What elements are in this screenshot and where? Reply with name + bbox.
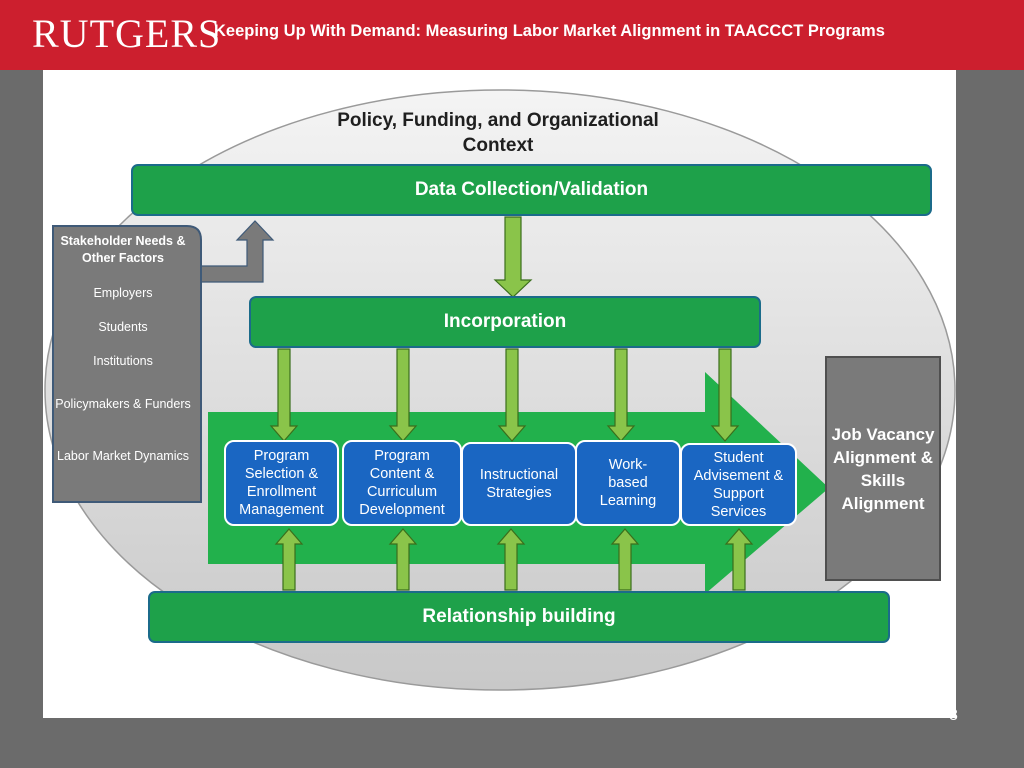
relationship-label: Relationship building <box>422 606 616 627</box>
outcome-box <box>825 356 941 581</box>
data-collection-label: Data Collection/Validation <box>414 179 649 200</box>
incorporation-bar <box>249 296 761 348</box>
down-arrow <box>497 348 527 442</box>
down-arrow <box>606 348 636 442</box>
slide-header: RUTGERS Keeping Up With Demand: Measurin… <box>0 0 1024 70</box>
incorporation-label: Incorporation <box>443 311 567 332</box>
stakeholder-up-arrow <box>198 220 275 283</box>
stakeholder-item: Institutions <box>93 353 153 368</box>
step-label: Instructional Strategies <box>479 467 559 501</box>
stakeholder-item: Students <box>98 319 148 334</box>
down-arrow <box>710 348 740 442</box>
up-arrow <box>496 528 526 591</box>
data-collection-bar <box>131 164 932 216</box>
down-arrows-incorporation <box>269 348 740 442</box>
relationship-bar <box>148 591 890 643</box>
up-arrows-relationship <box>274 528 754 591</box>
step-label: Program Content & Curriculum Development <box>359 448 445 518</box>
up-arrow <box>724 528 754 591</box>
down-arrow-data <box>493 216 533 298</box>
stakeholder-item: Policymakers & Funders <box>55 396 191 411</box>
slide-title: Keeping Up With Demand: Measuring Labor … <box>214 22 885 40</box>
step-boxes <box>224 440 797 526</box>
step-box <box>680 443 797 526</box>
page-number: 8 <box>949 707 958 724</box>
stakeholder-item: Employers <box>93 285 153 300</box>
step-label: Program Selection & Enrollment Managemen… <box>239 448 324 518</box>
step-label: Student Advisement & Support Services <box>693 449 784 520</box>
diagram-panel: Policy, Funding, and Organizational Cont… <box>43 70 956 718</box>
rutgers-logo: RUTGERS <box>32 11 222 56</box>
diagram-graphics <box>44 89 956 691</box>
up-arrow <box>610 528 640 591</box>
step-box <box>224 440 339 526</box>
context-label: Policy, Funding, and Organizational Cont… <box>337 110 659 156</box>
stakeholder-item: Labor Market Dynamics <box>57 448 189 463</box>
down-arrow <box>388 348 418 442</box>
step-label: Work-based Learning <box>599 457 657 509</box>
outcome-label: Job Vacancy Alignment & Skills Alignment <box>831 425 935 513</box>
stakeholder-box <box>52 225 202 503</box>
stakeholder-title: Stakeholder Needs & Other Factors <box>60 234 186 265</box>
up-arrow <box>274 528 304 591</box>
up-arrow <box>388 528 418 591</box>
down-arrow <box>269 348 299 442</box>
